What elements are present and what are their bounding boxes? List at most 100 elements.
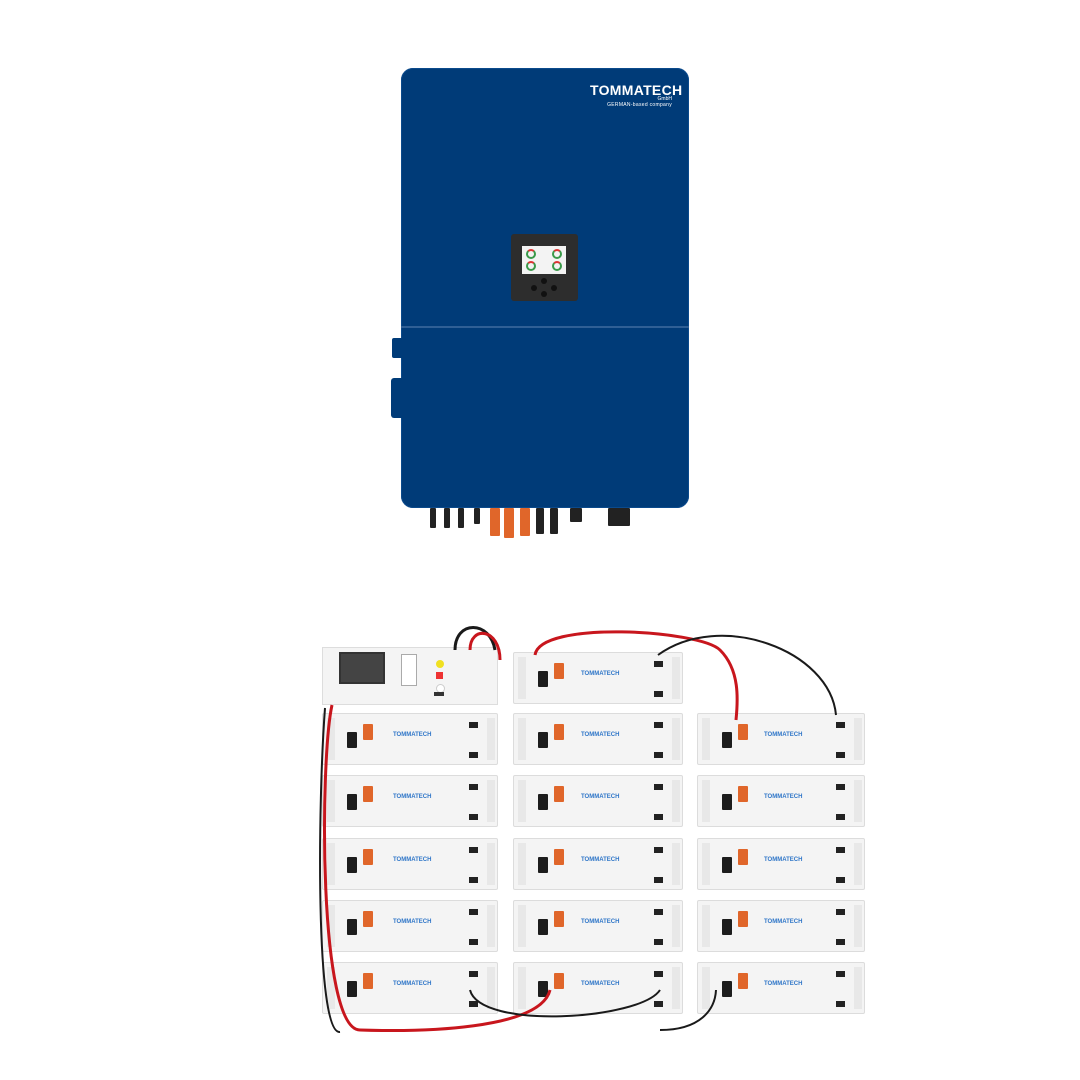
comm-port (654, 784, 663, 790)
inverter-cable-connector (550, 508, 558, 534)
positive-terminal (738, 911, 748, 927)
comm-port (654, 722, 663, 728)
rack-ear (487, 718, 495, 760)
inverter-logo: TOMMATECH GmbH GERMAN-based company (590, 82, 683, 108)
comm-port (654, 814, 663, 820)
comm-port (654, 661, 663, 667)
negative-terminal (722, 981, 732, 997)
rack-ear (518, 718, 526, 760)
negative-terminal (347, 732, 357, 748)
inverter-cable-connector (458, 508, 464, 528)
battery-control-box (322, 647, 498, 705)
comm-port (654, 877, 663, 883)
comm-port (469, 722, 478, 728)
battery-module: TOMMATECH (322, 838, 498, 890)
comm-port (469, 909, 478, 915)
module-logo: TOMMATECH (393, 732, 432, 738)
inverter-button-right[interactable] (551, 285, 557, 291)
rack-ear (518, 780, 526, 822)
battery-module: TOMMATECH (697, 713, 865, 765)
battery-module: TOMMATECH (513, 652, 683, 704)
inverter-cable-connector (520, 508, 530, 536)
comm-port (654, 909, 663, 915)
rack-ear (672, 718, 680, 760)
power-button[interactable] (436, 660, 444, 668)
gauge-icon (526, 249, 536, 259)
battery-module: TOMMATECH (322, 900, 498, 952)
negative-terminal (347, 794, 357, 810)
positive-terminal (738, 724, 748, 740)
inverter-button-left[interactable] (531, 285, 537, 291)
comm-port (654, 691, 663, 697)
positive-terminal (554, 911, 564, 927)
inverter-button-down[interactable] (541, 291, 547, 297)
inverter-button-up[interactable] (541, 278, 547, 284)
battery-module: TOMMATECH (697, 962, 865, 1014)
comm-port (836, 939, 845, 945)
rack-ear (672, 967, 680, 1009)
rack-ear (518, 657, 526, 699)
positive-terminal (363, 911, 373, 927)
comm-port (836, 909, 845, 915)
battery-module: TOMMATECH (697, 838, 865, 890)
module-logo: TOMMATECH (393, 794, 432, 800)
comm-port (654, 1001, 663, 1007)
negative-terminal (722, 732, 732, 748)
rack-ear (327, 718, 335, 760)
negative-terminal (538, 857, 548, 873)
battery-module: TOMMATECH (322, 962, 498, 1014)
inverter-cable-connector (444, 508, 450, 528)
module-logo: TOMMATECH (393, 981, 432, 987)
comm-port (469, 847, 478, 853)
comm-port (654, 752, 663, 758)
comm-port (434, 692, 444, 696)
rack-ear (327, 780, 335, 822)
rack-ear (672, 843, 680, 885)
negative-terminal (722, 794, 732, 810)
cable-negative (657, 634, 837, 716)
comm-port (836, 971, 845, 977)
rack-ear (327, 843, 335, 885)
breaker-switch[interactable] (401, 654, 417, 686)
positive-terminal (363, 849, 373, 865)
module-logo: TOMMATECH (581, 671, 620, 677)
battery-module: TOMMATECH (513, 838, 683, 890)
rack-ear (702, 718, 710, 760)
positive-terminal (554, 663, 564, 679)
battery-module: TOMMATECH (513, 713, 683, 765)
comm-port (469, 971, 478, 977)
positive-terminal (363, 973, 373, 989)
comm-port (654, 939, 663, 945)
inverter-cable-connector (430, 508, 436, 528)
module-logo: TOMMATECH (393, 857, 432, 863)
inverter-cable-connector (474, 508, 480, 524)
battery-module: TOMMATECH (322, 713, 498, 765)
comm-port (836, 1001, 845, 1007)
rack-ear (487, 780, 495, 822)
positive-terminal (363, 724, 373, 740)
negative-terminal (538, 794, 548, 810)
rack-ear (854, 718, 862, 760)
module-logo: TOMMATECH (764, 919, 803, 925)
rack-ear (518, 967, 526, 1009)
module-logo: TOMMATECH (393, 919, 432, 925)
negative-terminal (538, 919, 548, 935)
rack-ear (518, 843, 526, 885)
comm-port (836, 752, 845, 758)
positive-terminal (554, 724, 564, 740)
rack-ear (702, 843, 710, 885)
reset-button[interactable] (436, 672, 443, 679)
positive-terminal (738, 973, 748, 989)
battery-module: TOMMATECH (513, 900, 683, 952)
bms-screen (339, 652, 385, 684)
module-logo: TOMMATECH (581, 857, 620, 863)
gauge-icon (526, 261, 536, 271)
rack-ear (854, 967, 862, 1009)
comm-port (836, 784, 845, 790)
comm-port (836, 847, 845, 853)
comm-port (469, 1001, 478, 1007)
comm-port (469, 752, 478, 758)
negative-terminal (722, 919, 732, 935)
inverter-cable-connector (536, 508, 544, 534)
inverter-screen (522, 246, 566, 274)
